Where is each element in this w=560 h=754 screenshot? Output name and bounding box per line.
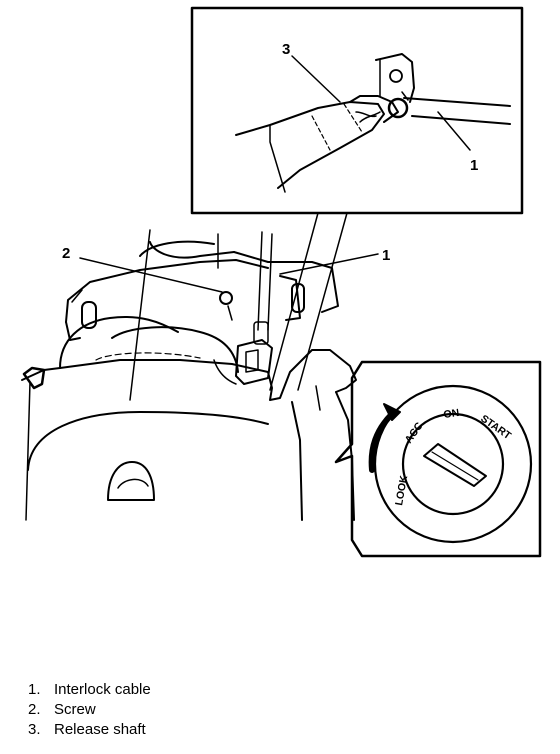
key-position-look: LOOK: [393, 474, 410, 506]
key-position-on: ON: [443, 407, 460, 421]
detail-inset: [190, 6, 524, 391]
rotation-arrow: [368, 411, 395, 473]
steering-column: [21, 229, 379, 521]
callout-1-main: 1: [382, 247, 390, 264]
legend-item: 3. Release shaft: [28, 720, 151, 740]
steering-column-diagram: LOOK ACC ON START 3 1 2 1: [21, 6, 542, 558]
legend-number: 3.: [28, 721, 41, 738]
callout-labels: 3 1 2 1: [62, 41, 478, 264]
callout-1-detail: 1: [470, 157, 478, 174]
legend-text: Release shaft: [54, 721, 146, 738]
legend-number: 2.: [28, 701, 41, 718]
parts-legend: 1. Interlock cable 2. Screw 3. Release s…: [28, 680, 151, 740]
callout-3: 3: [282, 41, 290, 58]
legend-text: Screw: [54, 701, 96, 718]
legend-number: 1.: [28, 681, 41, 698]
legend-item: 2. Screw: [28, 700, 151, 720]
legend-text: Interlock cable: [54, 681, 151, 698]
ignition-key-inset: [334, 360, 542, 558]
legend-item: 1. Interlock cable: [28, 680, 151, 700]
callout-2: 2: [62, 245, 70, 262]
